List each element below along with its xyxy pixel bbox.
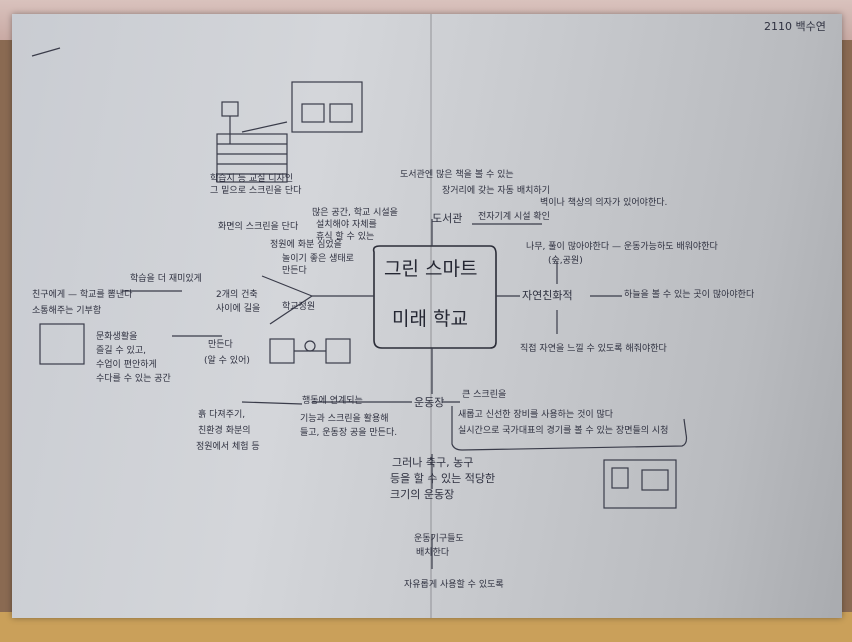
sports-bottom-note1: 그러나 축구, 농구: [392, 456, 473, 469]
left-class-note1: 2개의 건축: [216, 290, 258, 301]
library-note1: 도서관엔 많은 책을 볼 수 있는: [400, 170, 514, 181]
left-top-note1: 학습지 등 교실 디자인: [210, 174, 293, 185]
left-mid-note5: 만든다: [282, 266, 307, 277]
bottom-note1: 운동기구들도: [414, 534, 464, 545]
branch-right-note2: 나무, 풀이 많아야한다 — 운동가능하도 배워야한다: [526, 242, 718, 253]
branch-right-note1: 벽이나 책상의 의자가 있어야한다.: [540, 198, 667, 209]
left-bottom-note1: 흙 다져주기,: [198, 410, 245, 421]
left-class-note2: 사이에 길을: [216, 304, 260, 315]
left-class-note3: 만든다: [208, 340, 233, 351]
left-bottom-note3: 정원에서 체험 등: [196, 442, 260, 453]
left-mid-note3: 휴식 할 수 있는: [316, 232, 374, 243]
left-mid-note4: 놀이기 좋은 생태로: [282, 254, 354, 265]
events-note3: 들고, 운동장 공을 만든다.: [300, 428, 397, 439]
student-id-label: 2110 백수연: [764, 20, 826, 33]
sports-note2: 실시간으로 국가대표의 경기를 볼 수 있는 장면들의 시청: [458, 426, 668, 437]
bottom-note3: 자유롭게 사용할 수 있도록: [404, 580, 504, 591]
left-class-note4: (알 수 있어): [204, 356, 250, 367]
branch-sky-note: 하늘을 볼 수 있는 곳이 많아야한다: [624, 290, 754, 301]
center-title-line1: 그린 스마트: [384, 258, 477, 280]
left-mid-note1: 많은 공간, 학교 시설을: [312, 208, 398, 219]
sports-bottom-note3: 크기의 운동장: [390, 488, 454, 501]
left-mid-note2: 설치해야 자체를: [316, 220, 377, 231]
left-far-note3: 학습을 더 재미있게: [130, 274, 202, 285]
center-title-line2: 미래 학교: [392, 308, 468, 330]
left-culture-note1: 문화생활을: [96, 332, 137, 343]
sports-bottom-note2: 등을 할 수 있는 적당한: [390, 472, 495, 485]
sports-screen-note: 큰 스크린을: [462, 390, 506, 401]
bottom-note2: 배치한다: [416, 548, 449, 559]
events-note2: 기능과 스크린을 활용해: [300, 414, 389, 425]
library-note2: 장거리에 갖는 자동 배치하기: [442, 186, 550, 197]
sports-note1: 새롭고 신선한 장비를 사용하는 것이 많다: [458, 410, 613, 421]
left-far-note2: 소통해주는 기부함: [32, 306, 101, 317]
paper-sheet: 2110 백수연 그린 스마트 미래 학교 자연친화적 하늘을 볼 수 있는 곳…: [12, 14, 842, 618]
left-top-note3: 화면의 스크린을 단다: [218, 222, 298, 233]
left-far-note1: 친구에게 — 학교를 뽐낸다: [32, 290, 132, 301]
left-bottom-note2: 친환경 화분의: [198, 426, 251, 437]
branch-right-bottom-note: 직접 자연을 느낄 수 있도록 해줘야한다: [520, 344, 667, 355]
left-culture-note2: 즐길 수 있고,: [96, 346, 146, 357]
branch-nature: 자연친화적: [522, 289, 573, 302]
library-note3: 전자기계 시설 확인: [478, 212, 550, 223]
events-note1: 행동에 연계되는: [302, 396, 363, 407]
left-culture-note3: 수업이 편안하게: [96, 360, 157, 371]
left-culture-note4: 수다를 수 있는 공간: [96, 374, 171, 385]
branch-sports: 운동장: [414, 396, 444, 409]
left-top-note2: 그 밑으로 스크린을 단다: [210, 186, 301, 197]
branch-library: 도서관: [432, 212, 462, 225]
branch-right-note3: (숲,공원): [548, 256, 583, 267]
branch-garden: 학교정원: [282, 302, 315, 313]
